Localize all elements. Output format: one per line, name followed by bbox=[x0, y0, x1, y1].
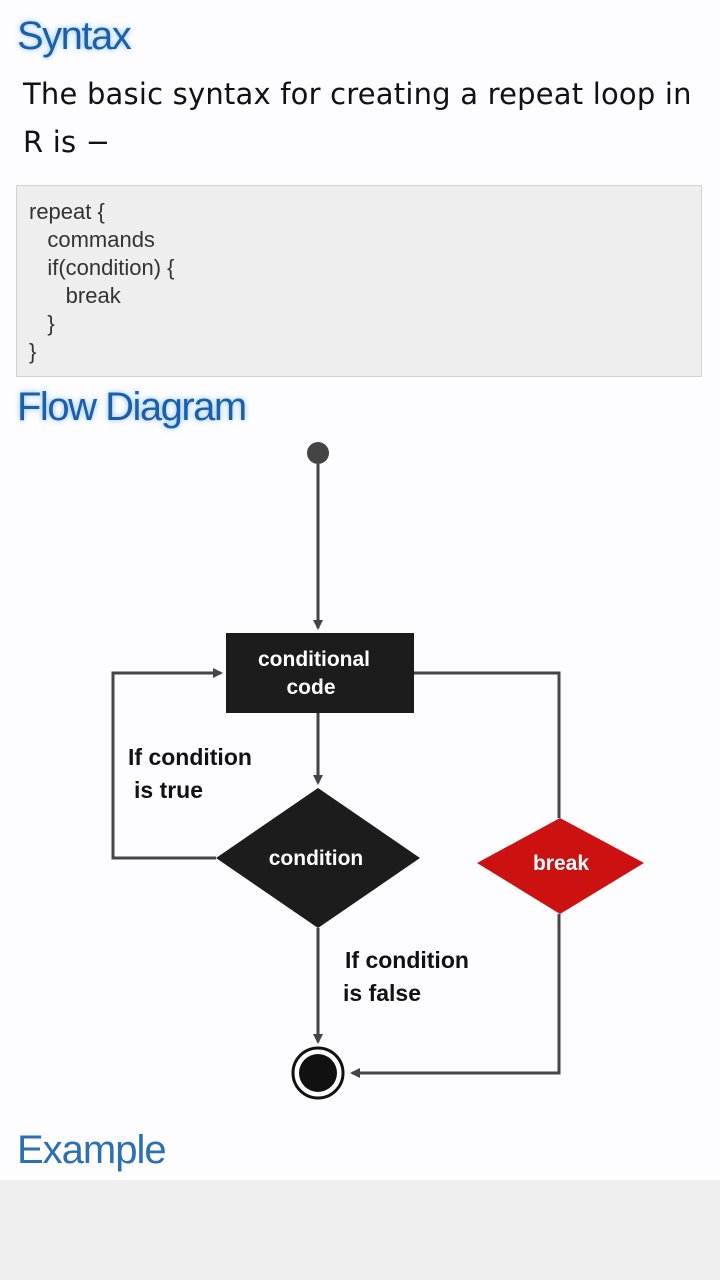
true-label-line2: is true bbox=[134, 777, 203, 803]
process-box bbox=[226, 633, 414, 713]
break-diamond bbox=[477, 818, 644, 914]
true-loop-arrow bbox=[111, 668, 223, 860]
decision-diamond bbox=[216, 788, 420, 928]
false-label-line1: If condition bbox=[345, 947, 469, 973]
break-to-end-arrow bbox=[350, 914, 561, 1078]
process-label-line1: conditional bbox=[258, 648, 370, 671]
true-label-line1: If condition bbox=[128, 744, 252, 770]
syntax-heading: Syntax bbox=[17, 14, 132, 58]
decision-label: condition bbox=[269, 847, 363, 870]
example-heading: Example bbox=[17, 1128, 167, 1172]
process-to-break-line bbox=[414, 671, 561, 818]
end-node bbox=[299, 1054, 337, 1092]
start-node bbox=[307, 442, 329, 464]
false-label-line2: is false bbox=[343, 980, 421, 1006]
break-label: break bbox=[533, 852, 589, 875]
code-panel-bottom bbox=[0, 1180, 720, 1280]
flow-diagram: conditional code condition If condition … bbox=[111, 442, 644, 1100]
code-block: repeat { commands if(condition) { break … bbox=[16, 185, 702, 377]
flow-diagram-heading: Flow Diagram bbox=[17, 385, 247, 429]
process-label-line2: code bbox=[286, 676, 335, 699]
intro-paragraph: The basic syntax for creating a repeat l… bbox=[23, 77, 692, 159]
